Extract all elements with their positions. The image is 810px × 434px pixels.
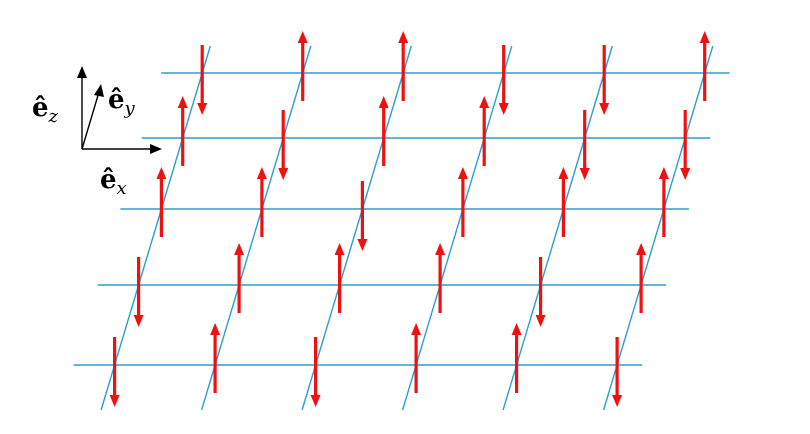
spin-arrowhead <box>612 395 623 407</box>
spin-arrowhead <box>699 31 710 43</box>
spin-arrow-up <box>156 167 167 237</box>
ez-label: êz <box>32 93 59 127</box>
ex-label: êx <box>100 165 127 199</box>
spin-arrowhead <box>278 168 289 180</box>
spin-arrow-up <box>558 167 569 237</box>
spin-arrowhead <box>457 167 468 179</box>
spin-arrow-down <box>579 110 590 180</box>
spin-arrow-up <box>177 96 188 166</box>
spin-arrow-down <box>535 257 546 327</box>
spin-arrow-up <box>658 167 669 237</box>
spin-arrowhead <box>411 323 422 335</box>
ez-arrowhead <box>77 66 87 78</box>
spin-arrowhead <box>398 31 409 43</box>
spin-arrowhead <box>636 243 647 255</box>
spin-arrowhead <box>498 103 509 115</box>
spin-arrow-up <box>636 243 647 313</box>
spin-arrowhead <box>133 315 144 327</box>
spin-arrowhead <box>511 323 522 335</box>
ex-arrowhead <box>150 144 162 154</box>
spin-arrowhead <box>479 96 490 108</box>
spin-arrow-down <box>133 257 144 327</box>
spin-arrowhead <box>310 395 321 407</box>
spin-arrowhead <box>156 167 167 179</box>
spin-arrowhead <box>297 31 308 43</box>
spin-arrow-up <box>378 96 389 166</box>
ey-arrowhead <box>94 84 104 97</box>
lattice-lines <box>73 45 730 411</box>
spin-arrow-down <box>612 337 623 407</box>
spin-arrow-up <box>234 243 245 313</box>
spin-arrow-down <box>357 181 368 251</box>
spin-arrow-up <box>411 323 422 393</box>
spin-arrow-down <box>197 45 208 115</box>
spin-arrow-down <box>310 337 321 407</box>
spin-arrowhead <box>234 243 245 255</box>
spin-arrowhead <box>256 167 267 179</box>
spin-arrow-up <box>398 31 409 101</box>
spin-arrow-down <box>599 45 610 115</box>
spin-arrowhead <box>680 168 691 180</box>
ey-axis-line <box>81 91 100 150</box>
spin-arrow-up <box>210 323 221 393</box>
spin-arrowhead <box>197 103 208 115</box>
spin-arrowhead <box>378 96 389 108</box>
spin-arrowhead <box>535 315 546 327</box>
spin-arrow-up <box>256 167 267 237</box>
spin-arrow-down <box>498 45 509 115</box>
spin-arrowhead <box>599 103 610 115</box>
axes-legend: êz êy êx <box>32 66 162 199</box>
spin-arrow-up <box>297 31 308 101</box>
ey-label: êy <box>108 85 136 119</box>
spin-arrow-up <box>457 167 468 237</box>
spin-arrowhead <box>435 243 446 255</box>
spin-arrowhead <box>109 395 120 407</box>
spin-arrow-up <box>511 323 522 393</box>
spin-arrow-up <box>699 31 710 101</box>
spin-arrowhead <box>558 167 569 179</box>
lattice-diagonal-line <box>602 45 714 411</box>
spin-arrows <box>109 31 710 407</box>
spin-arrow-down <box>278 110 289 180</box>
spin-arrowhead <box>177 96 188 108</box>
spin-arrow-up <box>479 96 490 166</box>
spin-arrow-down <box>109 337 120 407</box>
spin-arrowhead <box>210 323 221 335</box>
spin-arrowhead <box>334 243 345 255</box>
lattice-diagonal-line <box>200 45 312 411</box>
spin-arrowhead <box>658 167 669 179</box>
spin-arrow-up <box>435 243 446 313</box>
lattice-diagonal-line <box>502 45 613 411</box>
spin-arrow-down <box>680 110 691 180</box>
spin-arrowhead <box>579 168 590 180</box>
lattice-diagonal-line <box>401 45 513 411</box>
spin-arrowhead <box>357 239 368 251</box>
lattice-diagonal-line <box>100 45 211 411</box>
lattice-diagonal-line <box>301 45 412 411</box>
spin-arrow-up <box>334 243 345 313</box>
